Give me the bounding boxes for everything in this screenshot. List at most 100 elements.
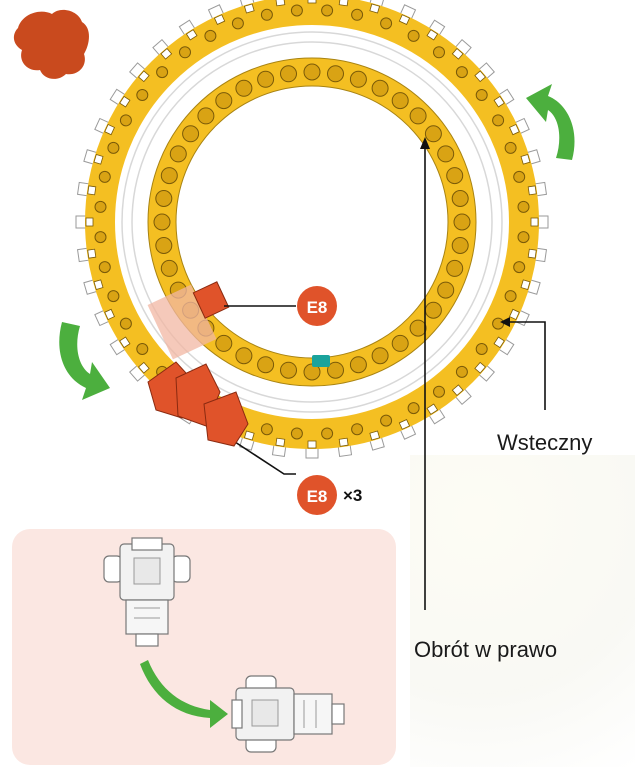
ring-slot — [338, 437, 349, 447]
ring-stud — [327, 361, 344, 379]
ring-stud — [215, 92, 233, 110]
ring-slot — [307, 440, 317, 449]
label-rotate-right: Obrót w prawo — [414, 637, 558, 662]
ring-stud — [260, 423, 273, 436]
leader-reverse-arrowhead — [500, 317, 510, 327]
ring-stud — [321, 427, 334, 440]
ring-slot — [493, 95, 505, 108]
ring-stud — [290, 427, 303, 440]
ring-stud — [424, 125, 442, 143]
ring-stud — [119, 114, 132, 127]
ring-stud — [179, 46, 191, 59]
ring-slot — [185, 29, 198, 41]
ring-stud — [517, 231, 530, 244]
ring-stud — [433, 46, 445, 59]
e8-badge-single: E8 — [297, 286, 337, 326]
ring-stud — [504, 141, 517, 154]
ring-slot — [275, 437, 286, 447]
robot-rotated-view-icon — [231, 675, 345, 753]
rotate-arrow-icon — [526, 84, 575, 160]
ring-slot — [509, 308, 520, 321]
ring-slot — [474, 361, 486, 374]
background-speckle — [410, 455, 635, 767]
ring-stud — [321, 4, 334, 17]
ring-stud — [280, 361, 297, 379]
ring-stud — [197, 107, 215, 125]
ring-stud — [136, 89, 149, 101]
ring-stud — [98, 170, 111, 183]
ring-slot — [213, 14, 226, 25]
ring-slot — [493, 336, 505, 349]
ring-stud — [153, 213, 171, 231]
ring-slot — [119, 95, 131, 108]
ring-slot — [426, 29, 439, 41]
ring-stud — [409, 319, 427, 337]
ring-slot — [451, 48, 464, 60]
ring-stud — [391, 92, 409, 110]
ring-slot — [307, 0, 317, 4]
ring-slot — [93, 153, 104, 165]
ring-stud — [260, 8, 273, 21]
ring-slot — [474, 70, 486, 83]
ring-slot — [398, 14, 411, 25]
ring-slot — [527, 185, 537, 196]
ring-stud — [513, 170, 526, 183]
ring-stud — [107, 141, 120, 154]
ring-slot — [338, 0, 349, 7]
ring-stud — [475, 89, 488, 101]
ring-stud — [155, 237, 173, 254]
ring-stud — [257, 356, 275, 374]
ring-slot — [369, 3, 381, 14]
ring-stud — [446, 167, 464, 185]
ring-stud — [94, 231, 107, 244]
ring-stud — [380, 414, 393, 427]
ring-stud — [371, 79, 389, 97]
ring-slot — [451, 384, 464, 396]
ring-slot — [369, 430, 381, 441]
corner-blob-icon — [13, 9, 89, 79]
ring-stud — [437, 281, 455, 299]
single-e8-part — [192, 281, 230, 319]
ring-stud — [409, 107, 427, 125]
teal-connector-piece — [312, 355, 330, 367]
ring-stud — [451, 190, 469, 207]
ring-stud — [504, 290, 517, 303]
ring-stud — [433, 385, 445, 398]
inner-ring-edge-outer — [147, 57, 477, 387]
gap-ring-inner — [131, 41, 493, 403]
ring-slot — [243, 3, 255, 14]
ring-stud — [169, 145, 187, 163]
ring-stud — [424, 301, 442, 319]
ring-stud — [513, 261, 526, 274]
e8-badge-stack-text: E8 — [307, 487, 328, 506]
ring-stud — [351, 423, 364, 436]
ring-stud — [451, 237, 469, 254]
leader-rotate-arrowhead — [420, 137, 430, 149]
ring-slot — [530, 217, 539, 227]
e8-badge-single-text: E8 — [307, 298, 328, 317]
ring-stud — [455, 66, 468, 79]
ring-stud — [351, 8, 364, 21]
ring-stud — [492, 114, 505, 127]
ring-stud — [371, 347, 389, 365]
e8-badge-stack: E8 — [297, 475, 337, 515]
outer-ring — [85, 0, 539, 449]
rotate-arrow-icon — [59, 322, 110, 400]
ring-stud — [160, 167, 178, 185]
ring-stud — [155, 190, 173, 207]
ring-slot — [509, 123, 520, 136]
leader-e8-stack — [231, 439, 296, 475]
ring-stud — [380, 17, 393, 30]
label-reverse: Wsteczny — [497, 430, 593, 455]
ring-slot — [243, 430, 255, 441]
ring-stud — [407, 29, 420, 42]
ring-slot — [85, 217, 94, 227]
ring-stud — [182, 125, 200, 143]
ring-stud — [446, 259, 464, 277]
ring-slot — [398, 419, 411, 430]
ring-stud — [98, 261, 111, 274]
ring-stud — [235, 347, 253, 365]
ring-stud — [94, 200, 107, 213]
ring-slot — [87, 185, 97, 196]
